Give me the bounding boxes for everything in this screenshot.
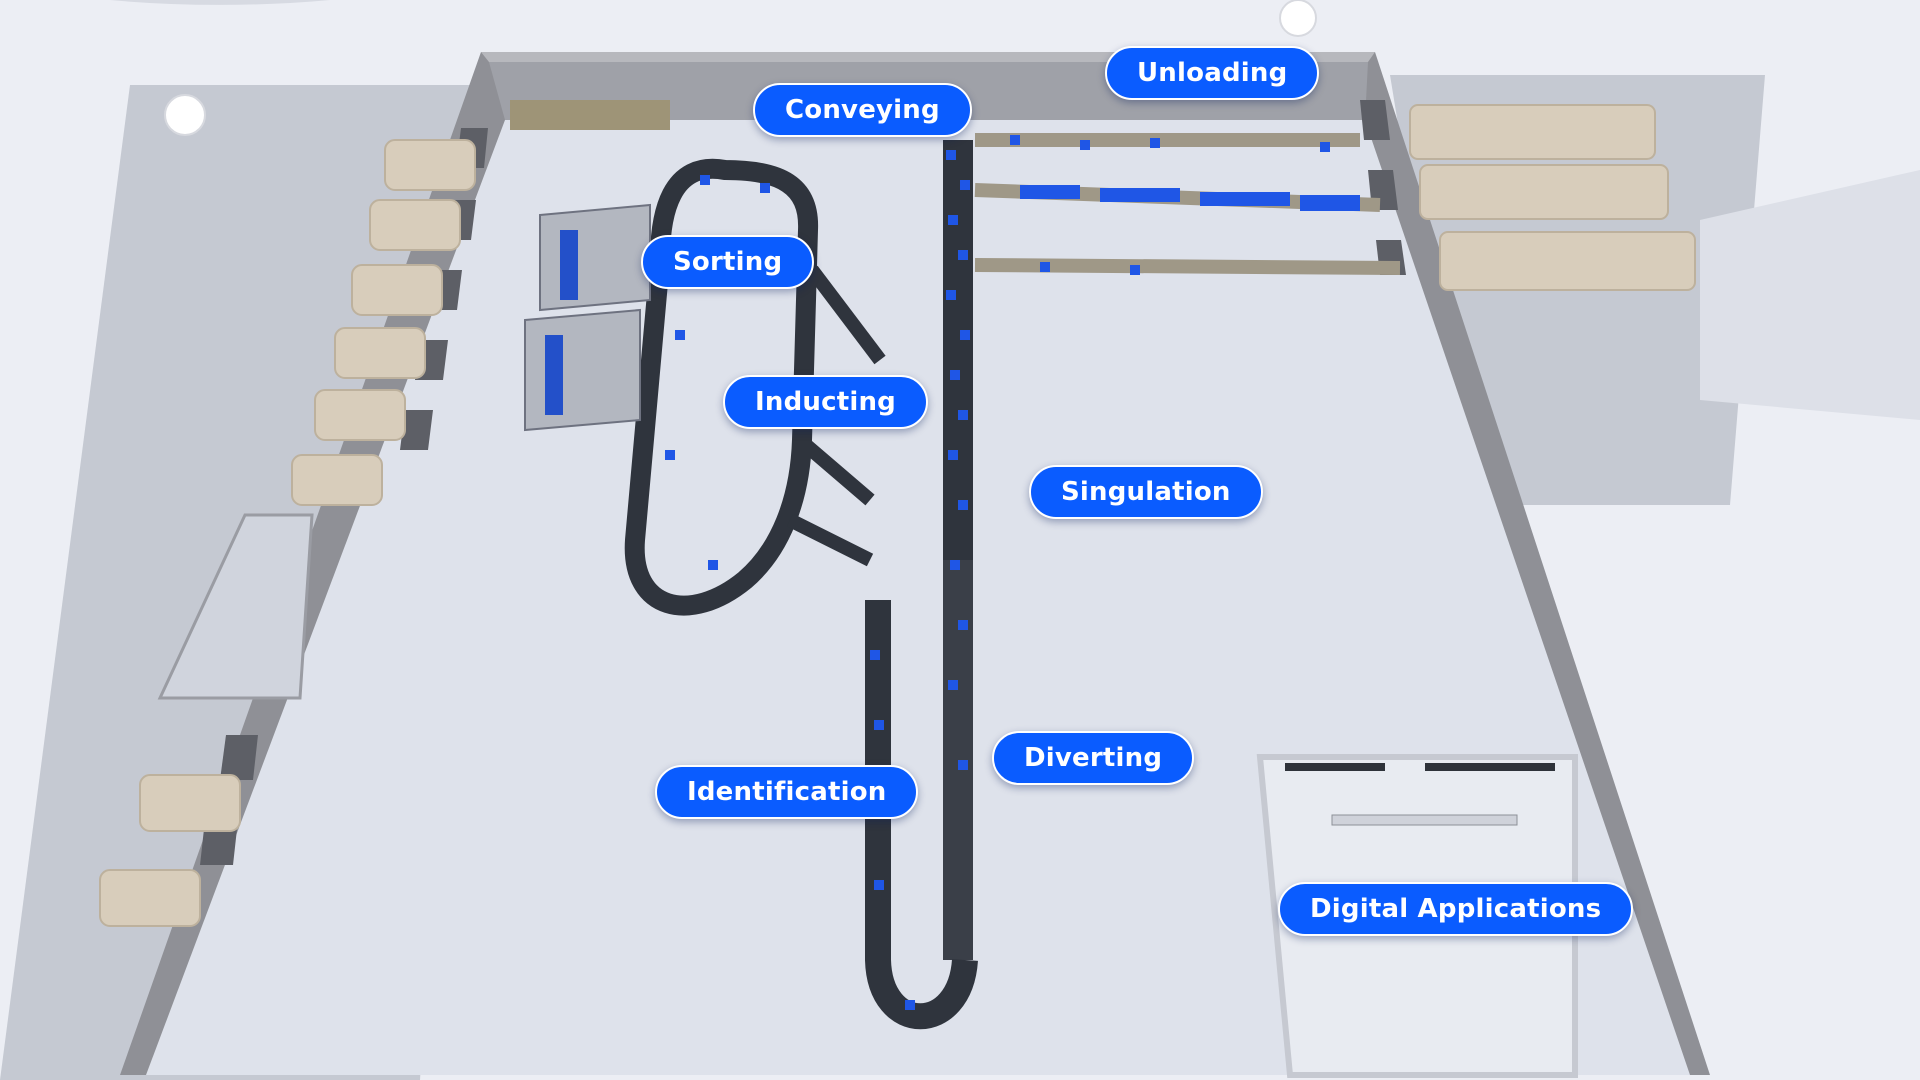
sorter-loop	[624, 158, 819, 616]
storage-rack	[510, 100, 670, 130]
identification-hotspot-button[interactable]: Identification	[655, 765, 919, 819]
truck-icon	[99, 139, 476, 927]
sorter-bins	[545, 230, 578, 415]
unloading-hotspot-button[interactable]: Unloading	[1105, 46, 1320, 100]
sorting-hotspot-button[interactable]: Sorting	[641, 235, 815, 289]
parcel-icon	[665, 135, 1360, 1010]
circular-plaza	[110, 0, 330, 5]
annex-building	[157, 513, 314, 700]
sorter-chutes	[524, 203, 651, 432]
digital-applications-hotspot-button[interactable]: Digital Applications	[1278, 882, 1634, 936]
return-conveyor	[865, 600, 978, 1030]
truck-icon	[1409, 104, 1696, 291]
inducting-hotspot-button[interactable]: Inducting	[723, 375, 928, 429]
induction-lines	[786, 265, 886, 567]
diverting-hotspot-button[interactable]: Diverting	[992, 731, 1195, 785]
main-conveyor	[943, 140, 973, 560]
conveying-hotspot-button[interactable]: Conveying	[753, 83, 972, 137]
right-road	[1700, 170, 1920, 420]
singulation-hotspot-button[interactable]: Singulation	[1029, 465, 1263, 519]
